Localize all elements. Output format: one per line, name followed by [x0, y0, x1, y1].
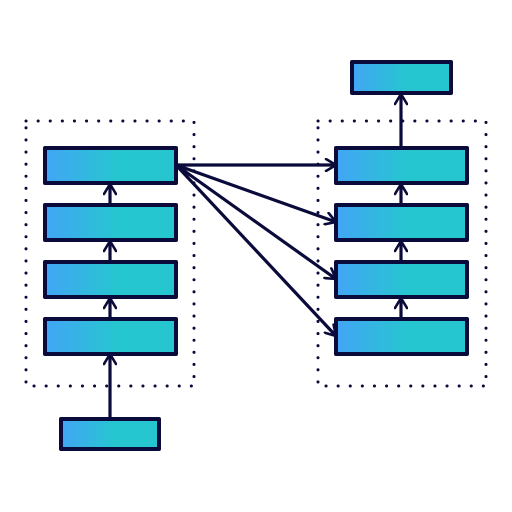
encoder-group-outline [24, 119, 196, 388]
encoder-layer-3 [43, 203, 178, 242]
decoder-layer-2 [334, 260, 469, 299]
cross-arrow-to-decoder-3 [174, 163, 338, 222]
output-block [350, 60, 453, 95]
decoder-layer-1 [334, 317, 469, 356]
blocks [43, 60, 469, 451]
input-block [59, 417, 161, 451]
decoder-layer-4 [334, 146, 469, 185]
cross-arrow-to-decoder-1 [174, 163, 338, 338]
connectors [110, 92, 401, 421]
encoder-layer-2 [43, 260, 178, 299]
encoder-layer-4 [43, 146, 178, 185]
decoder-layer-3 [334, 203, 469, 242]
cross-arrow-to-decoder-2 [174, 163, 338, 281]
encoder-layer-1 [43, 317, 178, 356]
